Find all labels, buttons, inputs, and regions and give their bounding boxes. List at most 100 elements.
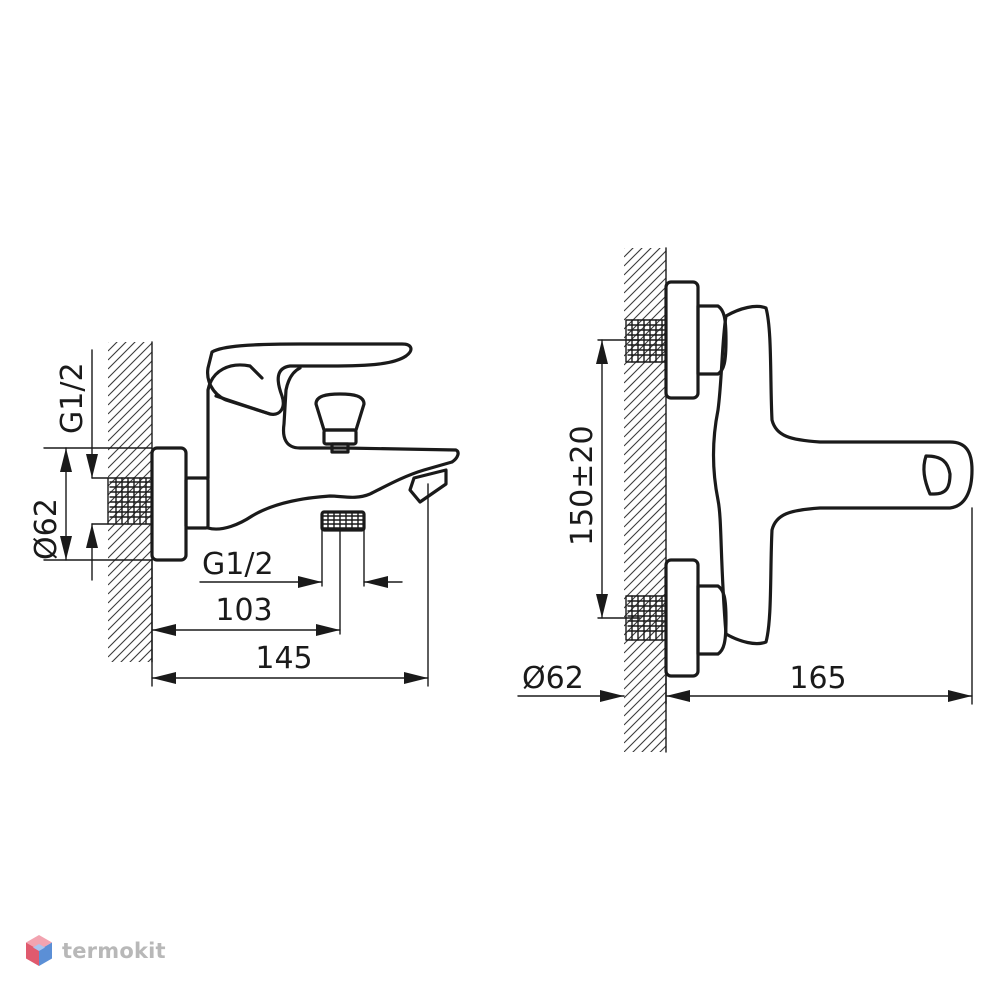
- hatch-line: [108, 567, 152, 613]
- hatch-line: [624, 782, 666, 824]
- watermark: termokit: [24, 934, 166, 968]
- left-shower-outlet-thread: [320, 510, 366, 532]
- hatch-line: [108, 342, 109, 343]
- hatch-line: [120, 630, 152, 662]
- hatch-line: [624, 421, 666, 465]
- dim-diameter-right-label: Ø62: [522, 661, 584, 696]
- hatch-line: [108, 342, 152, 388]
- left-escutcheon: [150, 446, 188, 562]
- hatch-line: [624, 529, 666, 573]
- hatch-line: [624, 367, 666, 411]
- watermark-brand-text: termokit: [62, 939, 166, 963]
- right-top-escutcheon: [664, 280, 700, 400]
- hatch-line: [108, 342, 118, 352]
- hatch-line: [624, 755, 666, 797]
- hatch-line: [108, 513, 152, 559]
- hatch-line: [108, 342, 127, 361]
- hatch-line: [624, 403, 666, 447]
- dim-g12-horizontal-label: G1/2: [202, 547, 274, 582]
- right-wall-hatching: [624, 248, 666, 833]
- hatch-line: [650, 736, 666, 752]
- hatch-line: [108, 342, 136, 370]
- hatch-line: [624, 286, 666, 330]
- hatch-line: [108, 369, 152, 415]
- left-inlet-thread: [107, 477, 153, 525]
- right-bottom-escutcheon: [664, 558, 700, 678]
- hatch-line: [624, 331, 666, 375]
- hatch-line: [659, 745, 666, 752]
- hatch-line: [624, 791, 666, 833]
- hatch-line: [108, 432, 152, 478]
- hatch-line: [108, 378, 152, 424]
- hatch-line: [129, 639, 152, 662]
- hatch-line: [624, 511, 666, 555]
- hatch-line: [624, 655, 666, 699]
- dim-150-20: 150±20: [565, 339, 608, 619]
- hatch-line: [108, 414, 152, 460]
- hatch-line: [641, 727, 666, 752]
- hatch-line: [624, 700, 666, 744]
- dim-103: 103: [151, 593, 341, 636]
- hatch-line: [624, 448, 666, 492]
- hatch-line: [624, 610, 666, 654]
- hatch-line: [624, 385, 666, 429]
- hatch-line: [632, 718, 666, 752]
- hatch-line: [108, 351, 152, 397]
- hatch-line: [624, 520, 666, 564]
- right-extension-lines: [597, 339, 973, 705]
- hatch-line: [624, 376, 666, 420]
- hatch-line: [624, 394, 666, 438]
- right-bottom-nut: [696, 584, 728, 656]
- hatch-line: [624, 259, 666, 303]
- left-lever-base: [214, 394, 272, 416]
- hatch-line: [108, 342, 145, 379]
- hatch-line: [624, 268, 666, 312]
- hatch-line: [108, 531, 152, 577]
- hatch-line: [624, 475, 666, 519]
- right-mixer-body: [711, 304, 974, 646]
- hatch-line: [138, 648, 152, 662]
- hatch-line: [624, 430, 666, 474]
- hatch-line: [624, 709, 666, 752]
- hatch-line: [108, 387, 152, 433]
- hatch-line: [108, 685, 152, 729]
- hatch-line: [108, 603, 152, 649]
- hatch-line: [624, 556, 666, 600]
- hatch-line: [108, 396, 152, 442]
- left-spout-end: [408, 468, 448, 504]
- hatch-line: [147, 657, 152, 662]
- dim-103-label: 103: [215, 593, 272, 628]
- hatch-line: [108, 360, 152, 406]
- dim-165-label: 165: [789, 661, 846, 696]
- dim-145-label: 145: [255, 641, 312, 676]
- hatch-line: [108, 612, 152, 658]
- hatch-line: [108, 703, 152, 747]
- hatch-line: [624, 773, 666, 815]
- hatch-line: [624, 295, 666, 339]
- hatch-line: [624, 502, 666, 546]
- hatch-line: [624, 691, 666, 735]
- hatch-line: [108, 405, 152, 451]
- dim-g12-horizontal: G1/2: [199, 547, 403, 588]
- right-handle-tip: [922, 454, 952, 496]
- hatch-line: [624, 583, 666, 627]
- hatch-line: [624, 592, 666, 636]
- hatch-line: [624, 412, 666, 456]
- hatch-line: [624, 601, 666, 645]
- hatch-line: [111, 621, 152, 662]
- left-diverter-knob: [314, 392, 366, 454]
- hatch-line: [108, 585, 152, 631]
- hatch-line: [624, 493, 666, 537]
- left-mixer-body: [206, 363, 460, 531]
- hatch-line: [624, 484, 666, 528]
- hatch-line: [108, 676, 152, 720]
- hatch-line: [108, 540, 152, 586]
- dim-diameter-right: Ø62: [517, 661, 625, 702]
- right-view: 150±20 Ø62 165: [517, 247, 974, 833]
- dim-diameter-left: Ø62: [29, 447, 72, 561]
- left-extension-lines: [43, 447, 429, 687]
- hatch-line: [624, 466, 666, 510]
- hatch-line: [624, 277, 666, 321]
- dim-145: 145: [151, 641, 429, 684]
